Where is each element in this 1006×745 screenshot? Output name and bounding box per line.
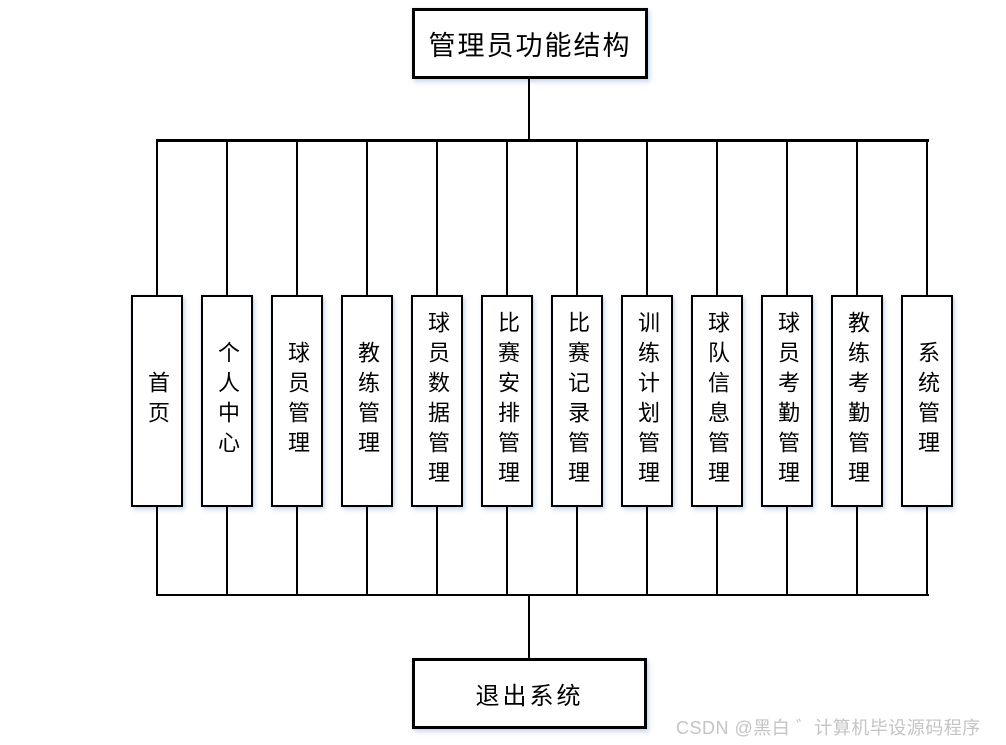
watermark-text: CSDN @黑白 ゛计算机毕设源码程序	[676, 718, 981, 738]
connector-bottom-match-record-management	[576, 506, 578, 596]
connector-top-player-attendance-management	[786, 141, 788, 295]
connector-top-coach-attendance-management	[856, 141, 858, 295]
node-personal-center: 个人中心	[201, 295, 253, 507]
connector-bottom-training-plan-management	[646, 506, 648, 596]
connector-bottom-bus	[156, 594, 929, 596]
node-player-data-management: 球员数据管理	[411, 295, 463, 507]
node-coach-attendance-management-label: 教练考勤管理	[845, 311, 870, 491]
connector-top-bus	[156, 139, 929, 142]
connector-top-player-data-management	[436, 141, 438, 295]
connector-root-stem	[528, 77, 530, 140]
connector-bottom-player-management	[296, 506, 298, 596]
node-match-record-management: 比赛记录管理	[551, 295, 603, 507]
connector-top-training-plan-management	[646, 141, 648, 295]
connector-top-system-management	[926, 141, 928, 295]
node-player-management: 球员管理	[271, 295, 323, 507]
connector-top-match-record-management	[576, 141, 578, 295]
node-exit-system: 退出系统	[412, 658, 647, 729]
node-root-label: 管理员功能结构	[428, 31, 632, 61]
node-match-record-management-label: 比赛记录管理	[565, 311, 590, 491]
node-player-data-management-label: 球员数据管理	[425, 311, 450, 491]
node-coach-attendance-management: 教练考勤管理	[831, 295, 883, 507]
node-home-label: 首页	[145, 371, 170, 431]
connector-exit-stem	[528, 596, 530, 658]
connector-bottom-match-schedule-management	[506, 506, 508, 596]
node-coach-management-label: 教练管理	[355, 341, 380, 461]
connector-bottom-player-data-management	[436, 506, 438, 596]
node-home: 首页	[131, 295, 183, 507]
node-match-schedule-management: 比赛安排管理	[481, 295, 533, 507]
node-team-info-management-label: 球队信息管理	[705, 311, 730, 491]
connector-bottom-team-info-management	[716, 506, 718, 596]
connector-top-coach-management	[366, 141, 368, 295]
connector-bottom-system-management	[926, 506, 928, 596]
connector-bottom-home	[156, 506, 158, 596]
connector-top-personal-center	[226, 141, 228, 295]
node-training-plan-management: 训练计划管理	[621, 295, 673, 507]
node-exit-system-label: 退出系统	[475, 683, 584, 710]
node-match-schedule-management-label: 比赛安排管理	[495, 311, 520, 491]
connector-top-home	[156, 141, 158, 295]
node-player-attendance-management-label: 球员考勤管理	[775, 311, 800, 491]
node-training-plan-management-label: 训练计划管理	[635, 311, 660, 491]
node-root: 管理员功能结构	[412, 8, 648, 79]
connector-bottom-personal-center	[226, 506, 228, 596]
node-system-management: 系统管理	[901, 295, 953, 507]
node-player-management-label: 球员管理	[285, 341, 310, 461]
connector-bottom-player-attendance-management	[786, 506, 788, 596]
connector-bottom-coach-management	[366, 506, 368, 596]
connector-top-team-info-management	[716, 141, 718, 295]
connector-bottom-coach-attendance-management	[856, 506, 858, 596]
node-team-info-management: 球队信息管理	[691, 295, 743, 507]
connector-top-player-management	[296, 141, 298, 295]
node-coach-management: 教练管理	[341, 295, 393, 507]
node-system-management-label: 系统管理	[915, 341, 940, 461]
connector-top-match-schedule-management	[506, 141, 508, 295]
node-player-attendance-management: 球员考勤管理	[761, 295, 813, 507]
node-personal-center-label: 个人中心	[215, 341, 240, 461]
